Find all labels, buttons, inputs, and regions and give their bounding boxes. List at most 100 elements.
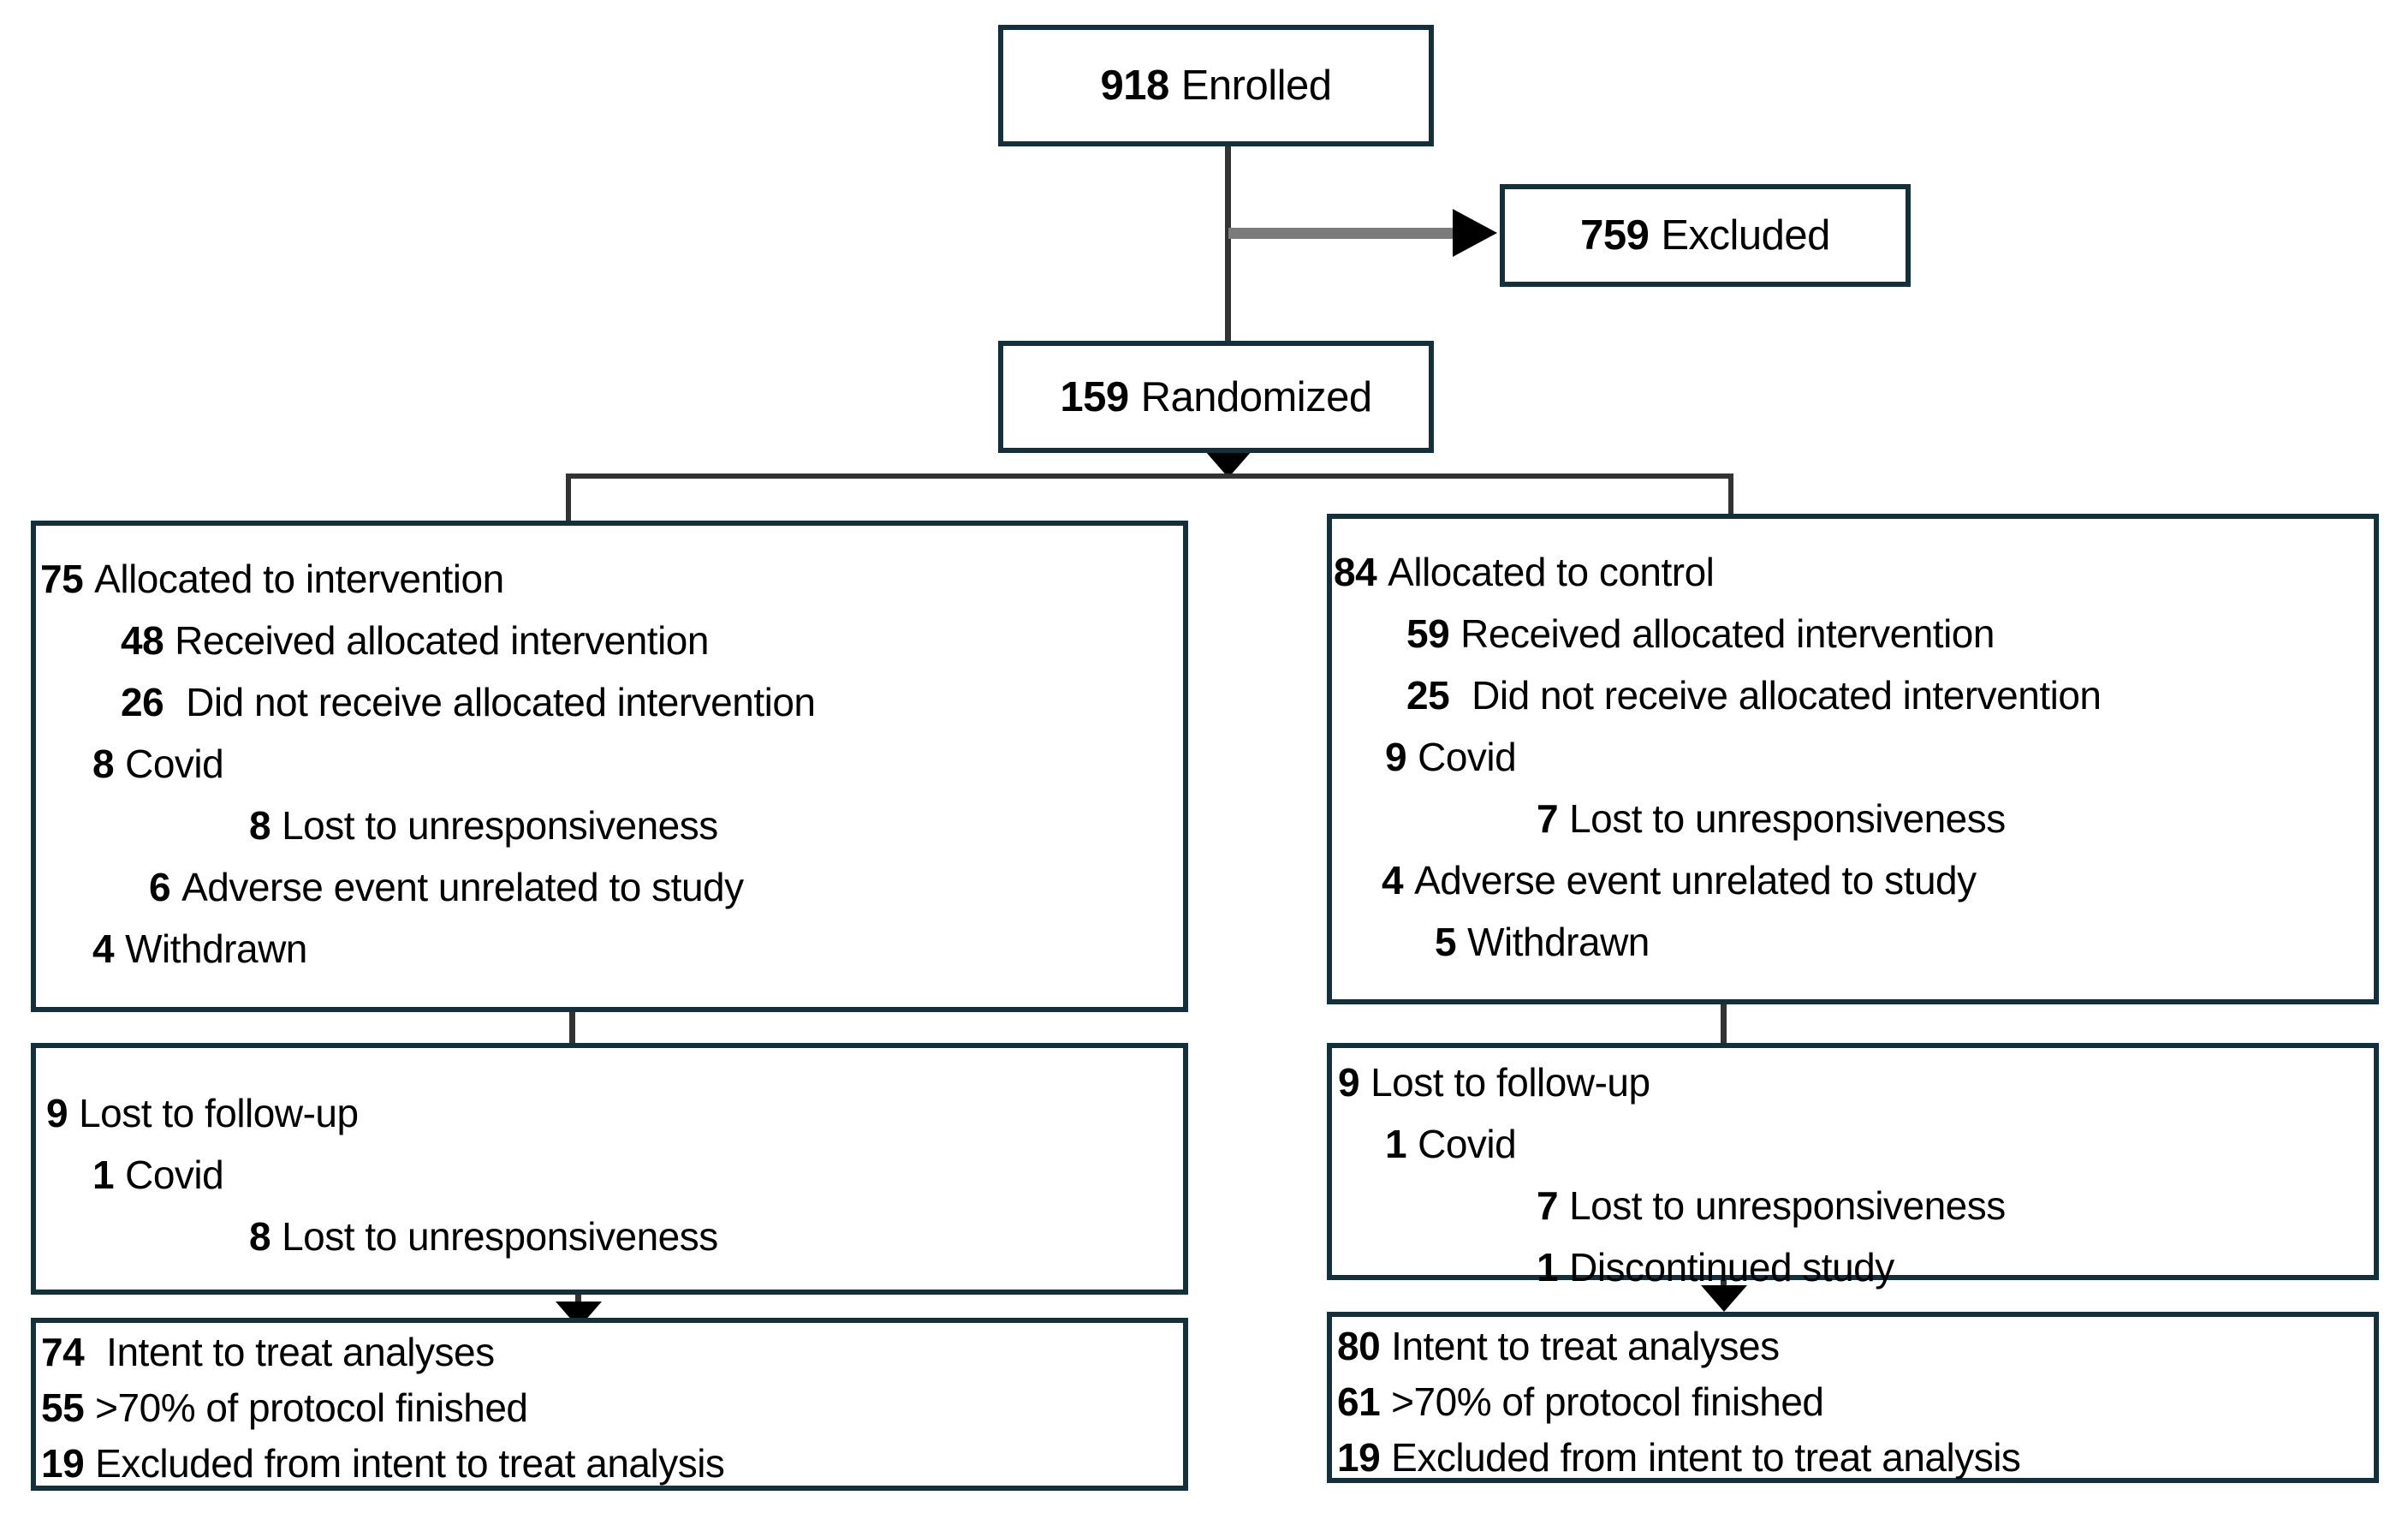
line-label: Lost to unresponsiveness (282, 803, 718, 848)
line-label: Allocated to intervention (94, 557, 504, 601)
count: 55 (41, 1385, 85, 1430)
excluded-arrowhead-icon (1453, 209, 1497, 257)
line-label: Received allocated intervention (175, 618, 709, 663)
count: 1 (1385, 1122, 1407, 1166)
count: 61 (1337, 1379, 1381, 1424)
line-label: Covid (1418, 735, 1517, 779)
count: 26 (121, 680, 164, 724)
count: 7 (1537, 1183, 1559, 1228)
itt-intervention-box: 74 Intent to treat analyses 55>70% of pro… (31, 1318, 1188, 1491)
line-label: Excluded from intent to treat analysis (1391, 1435, 2021, 1480)
line-label: Excluded from intent to treat analysis (95, 1441, 725, 1486)
line-label: Adverse event unrelated to study (1414, 858, 1977, 902)
count: 19 (41, 1441, 85, 1486)
line-label: Withdrawn (1467, 920, 1650, 964)
flow-line: 25 Did not receive allocated intervention (1332, 664, 2374, 726)
count: 5 (1435, 920, 1457, 964)
count: 80 (1337, 1324, 1381, 1368)
line-label: Withdrawn (125, 926, 307, 971)
count: 1 (1537, 1245, 1559, 1290)
count: 48 (121, 618, 164, 663)
left-itt-arrow-line (575, 1290, 581, 1305)
line-label: Intent to treat analyses (106, 1330, 495, 1374)
line-label: Lost to unresponsiveness (282, 1214, 718, 1259)
excluded-arrow-shaft (1228, 228, 1453, 239)
connector-left-alloc-followup (569, 1007, 575, 1048)
line-label: Allocated to control (1388, 550, 1715, 594)
count: 9 (1338, 1060, 1360, 1105)
count: 4 (1382, 858, 1404, 902)
right-itt-arrowhead-icon (1701, 1285, 1747, 1312)
line-label: Adverse event unrelated to study (181, 865, 744, 909)
line-label: Received allocated intervention (1460, 611, 1995, 656)
right-itt-arrow-line (1721, 1275, 1727, 1289)
randomized-count: 159 (1060, 373, 1129, 420)
count: 9 (1385, 735, 1407, 779)
line-label: Lost to follow-up (79, 1091, 359, 1135)
count: 7 (1537, 796, 1559, 841)
branch-left-line (566, 474, 571, 530)
count: 8 (249, 803, 271, 848)
enrolled-count: 918 (1100, 63, 1169, 109)
connector-right-alloc-followup (1721, 999, 1727, 1048)
flow-line: 26 Did not receive allocated intervention (36, 671, 1183, 733)
enrolled-label: Enrolled (1180, 63, 1332, 109)
flow-line: 61>70% of protocol finished (1332, 1374, 2374, 1430)
flow-line: 55>70% of protocol finished (36, 1380, 1183, 1436)
count: 6 (149, 865, 171, 909)
count: 1 (92, 1153, 115, 1197)
excluded-count: 759 (1580, 212, 1650, 259)
count: 25 (1406, 673, 1450, 718)
line-label: Lost to unresponsiveness (1569, 1183, 2006, 1228)
randomized-down-arrowhead-icon (1205, 451, 1252, 478)
count: 84 (1334, 550, 1377, 594)
line-label: Covid (125, 742, 224, 786)
line-label: Discontinued study (1569, 1245, 1894, 1290)
line-label: Did not receive allocated intervention (186, 680, 816, 724)
line-label: Did not receive allocated intervention (1472, 673, 2102, 718)
split-line (568, 474, 1733, 479)
excluded-label: Excluded (1661, 212, 1830, 259)
line-label: Covid (125, 1153, 224, 1197)
line-label: >70% of protocol finished (1391, 1379, 1824, 1424)
randomized-label: Randomized (1140, 373, 1373, 420)
line-label: Intent to treat analyses (1391, 1324, 1780, 1368)
count: 59 (1406, 611, 1450, 656)
count: 8 (249, 1214, 271, 1259)
count: 9 (46, 1091, 68, 1135)
count: 75 (40, 557, 84, 601)
count: 19 (1337, 1435, 1381, 1480)
count: 74 (41, 1330, 85, 1374)
connector-enrolled-randomized (1225, 146, 1231, 343)
